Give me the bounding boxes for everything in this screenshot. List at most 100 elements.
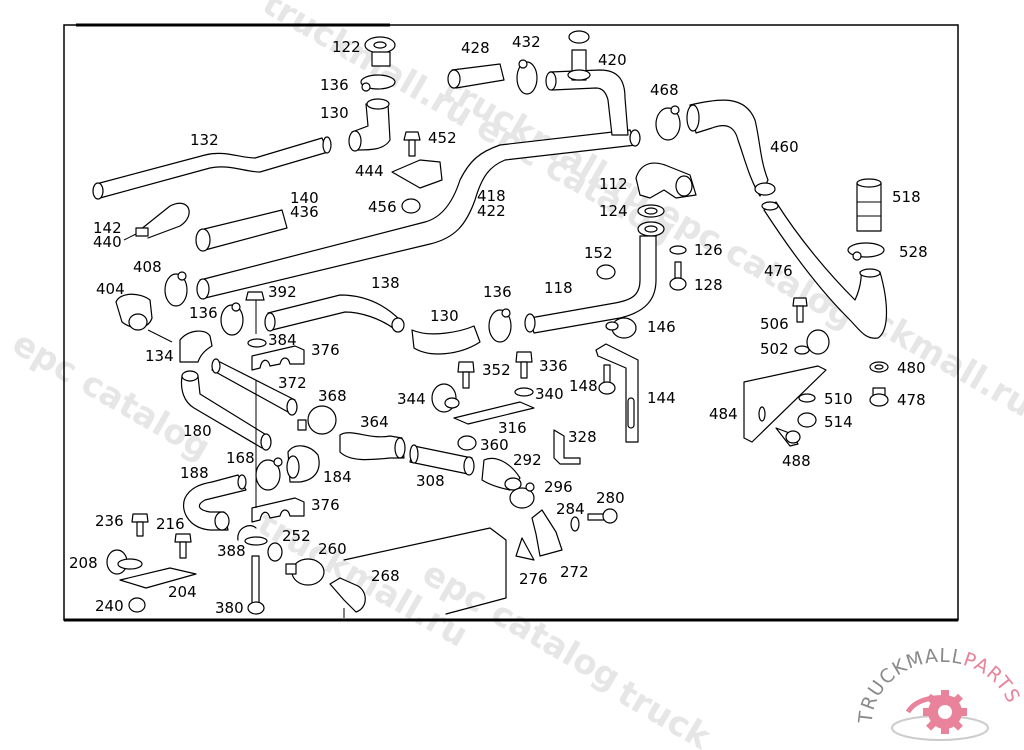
- clamp-136-mid[interactable]: [220, 302, 244, 336]
- ring-388[interactable]: [237, 525, 257, 541]
- part-label-440[interactable]: 440: [93, 233, 122, 251]
- hose-130-mid[interactable]: [411, 325, 481, 355]
- elbow-404[interactable]: [115, 293, 153, 331]
- clamp-468[interactable]: [655, 105, 681, 141]
- part-label-528[interactable]: 528: [899, 243, 928, 261]
- part-label-184[interactable]: 184: [323, 468, 352, 486]
- bracket-316[interactable]: [453, 401, 535, 425]
- part-label-292[interactable]: 292: [513, 451, 542, 469]
- cable-tie-142-440[interactable]: [123, 202, 190, 241]
- part-label-364[interactable]: 364: [360, 413, 389, 431]
- part-label-404[interactable]: 404: [96, 280, 125, 298]
- clamp-408[interactable]: [164, 271, 188, 307]
- t-fitting-420[interactable]: [545, 30, 629, 136]
- clamp-344[interactable]: [431, 383, 460, 413]
- part-label-180[interactable]: 180: [183, 422, 212, 440]
- part-label-336[interactable]: 336: [539, 357, 568, 375]
- part-label-136[interactable]: 136: [320, 76, 349, 94]
- hose-140-436[interactable]: [195, 209, 288, 252]
- part-label-360[interactable]: 360: [480, 436, 509, 454]
- washer-480[interactable]: [869, 361, 889, 373]
- hose-460[interactable]: [686, 99, 776, 197]
- part-label-376b[interactable]: 376: [311, 496, 340, 514]
- part-label-376[interactable]: 376: [311, 341, 340, 359]
- part-label-136b[interactable]: 136: [189, 304, 218, 322]
- plug-478[interactable]: [869, 387, 889, 407]
- part-label-188[interactable]: 188: [180, 464, 209, 482]
- clamp-208[interactable]: [106, 549, 143, 575]
- part-label-252[interactable]: 252: [282, 527, 311, 545]
- part-label-518[interactable]: 518: [892, 188, 921, 206]
- bracket-484[interactable]: [743, 365, 827, 443]
- truckmall-parts-logo[interactable]: TRUCKMALLPARTS: [854, 645, 1024, 741]
- bolt-392[interactable]: [245, 291, 265, 334]
- part-label-260[interactable]: 260: [318, 540, 347, 558]
- part-label-208[interactable]: 208: [69, 554, 98, 572]
- part-label-444[interactable]: 444: [355, 162, 384, 180]
- part-label-468[interactable]: 468: [650, 81, 679, 99]
- part-label-476[interactable]: 476: [764, 262, 793, 280]
- part-label-392[interactable]: 392: [268, 283, 297, 301]
- washer-126[interactable]: [669, 245, 687, 255]
- part-label-380[interactable]: 380: [215, 599, 244, 617]
- part-label-152[interactable]: 152: [584, 244, 613, 262]
- elbow-134[interactable]: [179, 330, 213, 363]
- clip-376-upper[interactable]: [251, 345, 305, 371]
- washer-510[interactable]: [798, 393, 816, 403]
- pipe-188[interactable]: [183, 474, 247, 531]
- flange-272[interactable]: [531, 509, 563, 557]
- part-label-368[interactable]: 368: [318, 387, 347, 405]
- nut-456[interactable]: [401, 198, 421, 214]
- part-label-236[interactable]: 236: [95, 512, 124, 530]
- part-label-148[interactable]: 148: [569, 377, 598, 395]
- bolt-236[interactable]: [131, 513, 149, 537]
- part-label-452[interactable]: 452: [428, 129, 457, 147]
- plate-204[interactable]: [119, 567, 197, 589]
- bolt-452[interactable]: [403, 131, 421, 157]
- elbow-184[interactable]: [286, 445, 320, 483]
- nut-514[interactable]: [797, 412, 817, 428]
- elbow-292[interactable]: [481, 457, 522, 491]
- bolt-352[interactable]: [457, 361, 475, 389]
- spacer-252[interactable]: [244, 536, 283, 562]
- bolt-380[interactable]: [247, 555, 265, 615]
- part-label-384[interactable]: 384: [268, 331, 297, 349]
- washer-284[interactable]: [570, 516, 580, 532]
- clamp-296[interactable]: [509, 482, 535, 509]
- part-label-136c[interactable]: 136: [483, 283, 512, 301]
- part-label-352[interactable]: 352: [482, 361, 511, 379]
- bracket-444[interactable]: [391, 159, 443, 189]
- hose-364[interactable]: [339, 432, 406, 461]
- part-label-478[interactable]: 478: [897, 391, 926, 409]
- clamp-528[interactable]: [847, 242, 885, 261]
- part-label-280[interactable]: 280: [596, 489, 625, 507]
- part-label-428[interactable]: 428: [461, 39, 490, 57]
- bolt-148[interactable]: [598, 364, 616, 395]
- nut-152[interactable]: [596, 264, 616, 280]
- pipe-132[interactable]: [92, 136, 332, 200]
- bolt-216[interactable]: [174, 533, 192, 559]
- gasket-124[interactable]: [637, 204, 665, 237]
- part-label-344[interactable]: 344: [397, 390, 426, 408]
- part-label-480[interactable]: 480: [897, 359, 926, 377]
- bolt-336[interactable]: [515, 351, 533, 379]
- bolt-128[interactable]: [669, 261, 687, 291]
- part-label-418[interactable]: 418: [477, 187, 506, 205]
- pipe-180[interactable]: [180, 370, 272, 451]
- part-label-268[interactable]: 268: [371, 567, 400, 585]
- part-label-124[interactable]: 124: [599, 202, 628, 220]
- hose-428[interactable]: [447, 63, 505, 89]
- part-label-276[interactable]: 276: [519, 570, 548, 588]
- part-label-272[interactable]: 272: [560, 563, 589, 581]
- part-label-388[interactable]: 388: [217, 542, 246, 560]
- part-label-144[interactable]: 144: [647, 389, 676, 407]
- part-label-112[interactable]: 112: [599, 175, 628, 193]
- part-label-118[interactable]: 118: [544, 279, 573, 297]
- clip-376-lower[interactable]: [251, 380, 305, 523]
- clamp-502[interactable]: [794, 329, 830, 355]
- part-label-126[interactable]: 126: [694, 241, 723, 259]
- pipe-372[interactable]: [211, 358, 298, 416]
- part-label-132[interactable]: 132: [190, 131, 219, 149]
- clamp-168[interactable]: [255, 457, 283, 491]
- clamp-432[interactable]: [516, 59, 538, 95]
